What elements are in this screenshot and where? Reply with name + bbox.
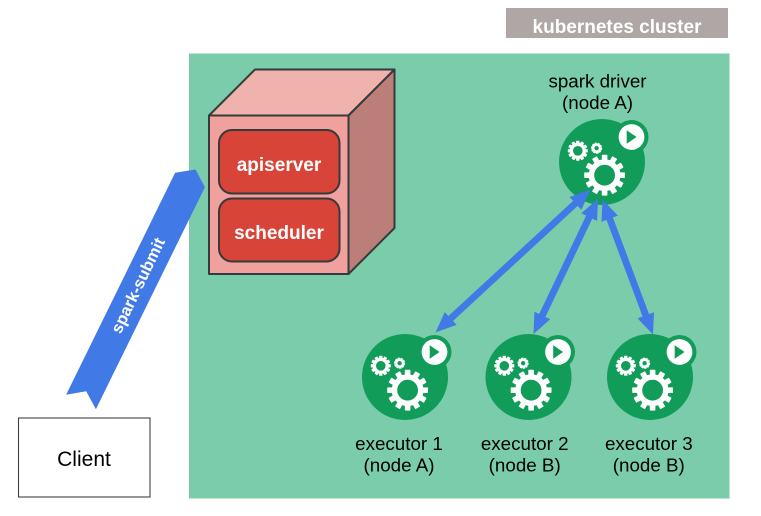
svg-text:kubernetes cluster: kubernetes cluster	[533, 17, 703, 38]
svg-text:Client: Client	[57, 448, 111, 471]
svg-text:spark driver: spark driver	[548, 70, 646, 91]
svg-text:(node A): (node A)	[364, 455, 435, 476]
svg-text:executor 1: executor 1	[355, 433, 443, 454]
svg-text:executor 2: executor 2	[481, 433, 569, 454]
svg-text:scheduler: scheduler	[234, 223, 324, 244]
svg-text:(node B): (node B)	[489, 455, 561, 476]
svg-text:apiserver: apiserver	[237, 155, 322, 176]
svg-text:(node B): (node B)	[613, 455, 685, 476]
svg-text:(node A): (node A)	[562, 92, 633, 113]
svg-text:executor 3: executor 3	[605, 433, 693, 454]
